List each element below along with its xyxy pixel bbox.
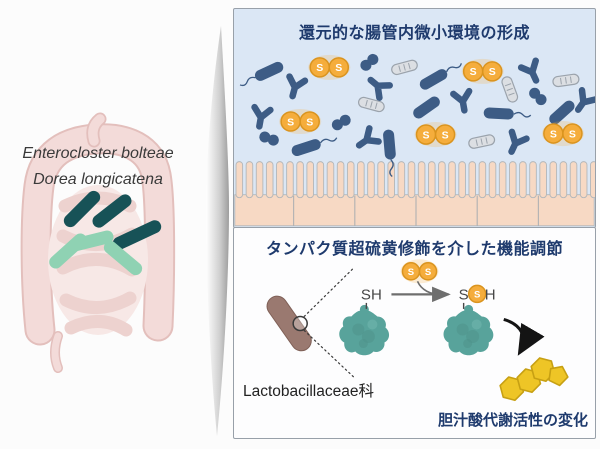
svg-text:S: S xyxy=(287,116,294,128)
persulfide-h: H xyxy=(485,286,496,303)
svg-text:S: S xyxy=(306,116,313,128)
organism-gray xyxy=(501,76,519,103)
organism-diplo xyxy=(331,114,351,131)
gut-rod-mint xyxy=(68,230,114,252)
intestinal-villi xyxy=(234,161,595,227)
organism-rodf xyxy=(419,63,462,90)
organism-y xyxy=(517,57,540,84)
organism-rod xyxy=(413,96,440,119)
zoom-callout-lines xyxy=(303,267,355,379)
catalyst-s-right: S xyxy=(425,267,431,278)
added-sulfur-icon xyxy=(467,284,487,304)
svg-text:S: S xyxy=(550,128,557,140)
organism-y xyxy=(355,125,382,149)
organism-gray xyxy=(468,134,496,149)
divider-swoosh-shape xyxy=(206,26,229,436)
organism-y xyxy=(286,73,309,100)
bottom-panel-title: タンパク質超硫黄修飾を介した機能調節 xyxy=(265,241,563,258)
magnifier-icon xyxy=(292,315,308,332)
intestine-illustration xyxy=(20,112,176,373)
bile-acid-molecule xyxy=(499,357,569,402)
svg-text:S: S xyxy=(569,128,576,140)
gut-rod-dark xyxy=(63,190,101,228)
organism-gray xyxy=(552,73,580,88)
organism-rodf xyxy=(383,129,396,178)
organism-y xyxy=(450,87,473,114)
persulfide-s: S xyxy=(459,286,469,303)
organism-gray xyxy=(391,59,418,76)
species-name-dorea: Dorea longicatena xyxy=(33,170,163,188)
organism-rodf xyxy=(291,137,338,157)
svg-text:S: S xyxy=(489,66,496,78)
gut-rod-dark xyxy=(112,220,162,250)
bacteria-family-label: Lactobacillaceae科 xyxy=(243,383,374,400)
organism-diplo xyxy=(529,87,547,106)
persulfidation-mechanism: SH S S S S H xyxy=(266,259,569,402)
gut-rod-dark xyxy=(92,194,132,228)
top-panel-title: 還元的な腸管内微小環境の形成 xyxy=(298,25,530,42)
organism-diplo xyxy=(360,53,379,71)
added-sulfur-s: S xyxy=(474,289,480,300)
organism-diplo xyxy=(259,131,279,146)
svg-text:S: S xyxy=(442,129,449,141)
catalyst-s-left: S xyxy=(408,267,414,278)
persulfide-label: S S H xyxy=(459,284,496,309)
gut-rod-mint xyxy=(103,240,143,276)
function-change-arrow xyxy=(503,318,545,356)
bile-acid-activity-label: 胆汁酸代謝活性の変化 xyxy=(437,412,588,429)
organism-y xyxy=(251,103,274,130)
protein-blob-persulfide xyxy=(443,304,494,356)
organism-rodf xyxy=(239,61,284,87)
organism-rodf xyxy=(483,107,532,120)
organism-gray xyxy=(358,96,385,113)
appendix xyxy=(51,332,62,372)
species-name-enterocloster: Enterocloster bolteae xyxy=(22,145,174,162)
bottom-panel: タンパク質超硫黄修飾を介した機能調節 xyxy=(233,227,596,439)
organism-y xyxy=(508,128,530,155)
gut-bacteria-rods xyxy=(49,190,162,276)
species-names: Enterocloster bolteae Dorea longicatena xyxy=(14,141,182,192)
organism-y xyxy=(574,87,595,113)
svg-text:S: S xyxy=(470,66,477,78)
organism-y xyxy=(367,76,393,101)
svg-text:S: S xyxy=(316,62,323,74)
svg-text:S: S xyxy=(423,129,430,141)
catalyst-persulfide-pair: S S xyxy=(400,259,441,296)
thiol-label: SH xyxy=(361,286,382,303)
gut-top-tube xyxy=(88,114,105,146)
svg-text:S: S xyxy=(335,62,342,74)
protein-blob-thiol xyxy=(339,304,390,356)
organism-rod xyxy=(549,100,575,125)
divider-arrow xyxy=(206,26,229,436)
